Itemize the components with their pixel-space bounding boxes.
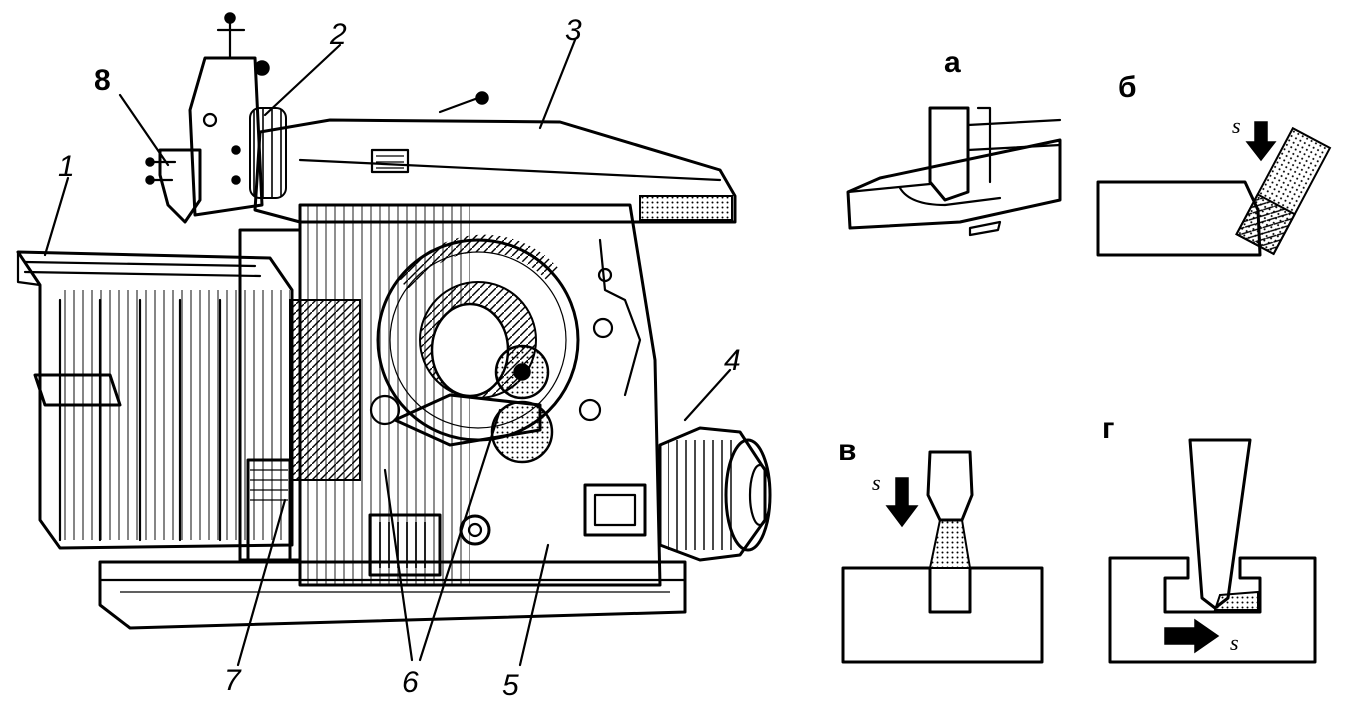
label-4: 4 [724, 344, 741, 377]
tool-holder [158, 148, 202, 224]
label-3: 3 [565, 14, 582, 47]
panel-g-label: г [1102, 412, 1115, 445]
label-7: 7 [224, 664, 242, 697]
panel-g-feed-symbol: s [1230, 630, 1239, 655]
leader-lines [43, 38, 732, 667]
panel-b-feed-symbol: s [1232, 113, 1241, 138]
panel-v-feed-symbol: s [872, 470, 881, 495]
panel-b: б s [1096, 71, 1332, 257]
machine-base [98, 560, 687, 630]
panel-a: а [846, 46, 1062, 237]
work-table [16, 250, 294, 550]
panel-v-label: в [838, 434, 856, 467]
label-1: 1 [58, 150, 75, 183]
label-2: 2 [329, 18, 347, 51]
panel-v-feed-arrow [885, 477, 919, 528]
panel-b-label: б [1118, 71, 1137, 104]
panel-g-feed-arrow [1164, 618, 1220, 654]
panel-a-label: а [944, 46, 961, 79]
panel-v: в s [838, 434, 1044, 664]
label-5: 5 [502, 669, 519, 702]
label-6: 6 [402, 666, 419, 699]
gearbox-door [368, 513, 442, 577]
panel-g: г s [1102, 412, 1317, 664]
shaping-machine-drawing: 1 2 3 4 5 6 7 8 [16, 12, 772, 702]
ram [253, 118, 737, 224]
panel-b-feed-arrow [1245, 121, 1277, 162]
label-8: 8 [94, 64, 111, 97]
tool-head [188, 56, 264, 217]
elevating-screw [246, 458, 292, 562]
